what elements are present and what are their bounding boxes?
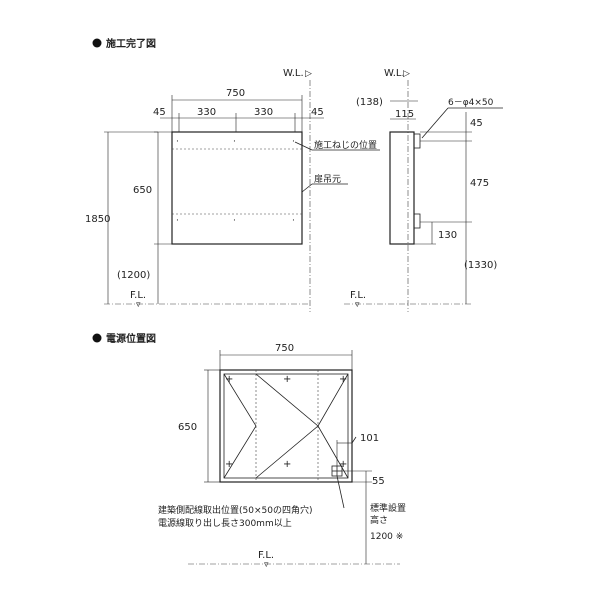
side-bracket-bottom — [413, 213, 421, 229]
plus-mark-icon: + — [225, 459, 233, 470]
power-view: 750 + + + + + + 650 101 55 — [158, 343, 406, 570]
side-view: W.L. ▷ (138) 115 6－φ4×50 45 475 130 (133… — [344, 68, 503, 312]
power-fl-marker-icon: ▿ — [264, 560, 269, 570]
plus-mark-icon: + — [225, 374, 233, 385]
power-offset-side: 101 — [360, 433, 379, 444]
screw-mark-icon: · — [292, 137, 295, 147]
plus-mark-icon: + — [283, 459, 291, 470]
callout-hinge-side: 扉吊元 — [314, 173, 341, 185]
power-width: 750 — [275, 343, 294, 354]
power-chevron-right — [317, 373, 349, 479]
side-fl-marker-icon: ▿ — [355, 300, 360, 310]
screw-mark-icon: · — [233, 216, 236, 226]
screw-mark-icon: · — [176, 216, 179, 226]
installation-title: 施工完了図 — [106, 37, 156, 50]
side-height-paren: (1330) — [464, 260, 497, 271]
front-height-total: 1850 — [85, 214, 110, 225]
dim-101-leader — [351, 436, 357, 444]
note-leader — [336, 475, 345, 509]
holes-callout-leader — [421, 107, 449, 139]
side-depth: 115 — [395, 109, 414, 120]
side-depth-paren: (138) — [356, 97, 383, 108]
front-view: W.L. ▷ 750 45 330 330 45 · · · · · · 施工ね… — [85, 68, 380, 312]
side-top-offset: 45 — [470, 118, 483, 129]
side-screw-spacing: 475 — [470, 178, 489, 189]
front-fl-label: F.L. — [130, 290, 146, 301]
front-fl-marker-icon: ▿ — [136, 300, 141, 310]
front-height-cabinet: 650 — [133, 185, 152, 196]
hinge-callout-leader — [301, 183, 313, 193]
power-title: 電源位置図 — [106, 332, 156, 345]
front-span-right: 330 — [254, 107, 273, 118]
bullet-icon — [92, 333, 102, 343]
std-height-label1: 標準設置 — [370, 502, 406, 514]
plus-mark-icon: + — [339, 374, 347, 385]
front-cabinet-outline — [171, 131, 303, 245]
side-holes-spec: 6－φ4×50 — [448, 98, 494, 108]
screw-mark-icon: · — [176, 137, 179, 147]
screw-mark-icon: · — [233, 137, 236, 147]
power-fl-label: F.L. — [258, 550, 274, 561]
side-wl-label: W.L. — [384, 68, 405, 79]
power-note-line2: 電源線取り出し長さ300mm以上 — [158, 517, 292, 529]
front-wl-label: W.L. — [283, 68, 304, 79]
bullet-icon — [92, 38, 102, 48]
power-chevron-left — [223, 373, 257, 479]
power-height: 650 — [178, 422, 197, 433]
front-height-bottom: (1200) — [117, 270, 150, 281]
power-note-line1: 建築側配線取出位置(50×50の四角穴) — [158, 504, 312, 516]
side-wl-arrow-icon: ▷ — [403, 69, 410, 79]
power-cabinet-inner — [223, 373, 349, 479]
plus-mark-icon: + — [283, 374, 291, 385]
screw-mark-icon: · — [292, 216, 295, 226]
std-height-value: 1200 ※ — [370, 532, 403, 542]
installation-section-header: 施工完了図 — [92, 37, 156, 50]
side-bottom-offset: 130 — [438, 230, 457, 241]
power-cabinet-outline — [219, 369, 353, 483]
power-offset-bottom: 55 — [372, 476, 385, 487]
front-span-left: 330 — [197, 107, 216, 118]
power-section-header: 電源位置図 — [92, 332, 156, 345]
front-left-margin: 45 — [153, 107, 166, 118]
front-width-total: 750 — [226, 88, 245, 99]
side-cabinet-outline — [389, 131, 415, 245]
callout-screw-position: 施工ねじの位置 — [314, 139, 377, 151]
side-fl-label: F.L. — [350, 290, 366, 301]
front-wl-arrow-icon: ▷ — [305, 69, 312, 79]
plus-mark-icon: + — [339, 459, 347, 470]
std-height-label2: 高さ — [370, 514, 388, 526]
front-right-margin: 45 — [311, 107, 324, 118]
screw-callout-leader — [294, 141, 313, 151]
side-bracket-top — [413, 133, 421, 149]
